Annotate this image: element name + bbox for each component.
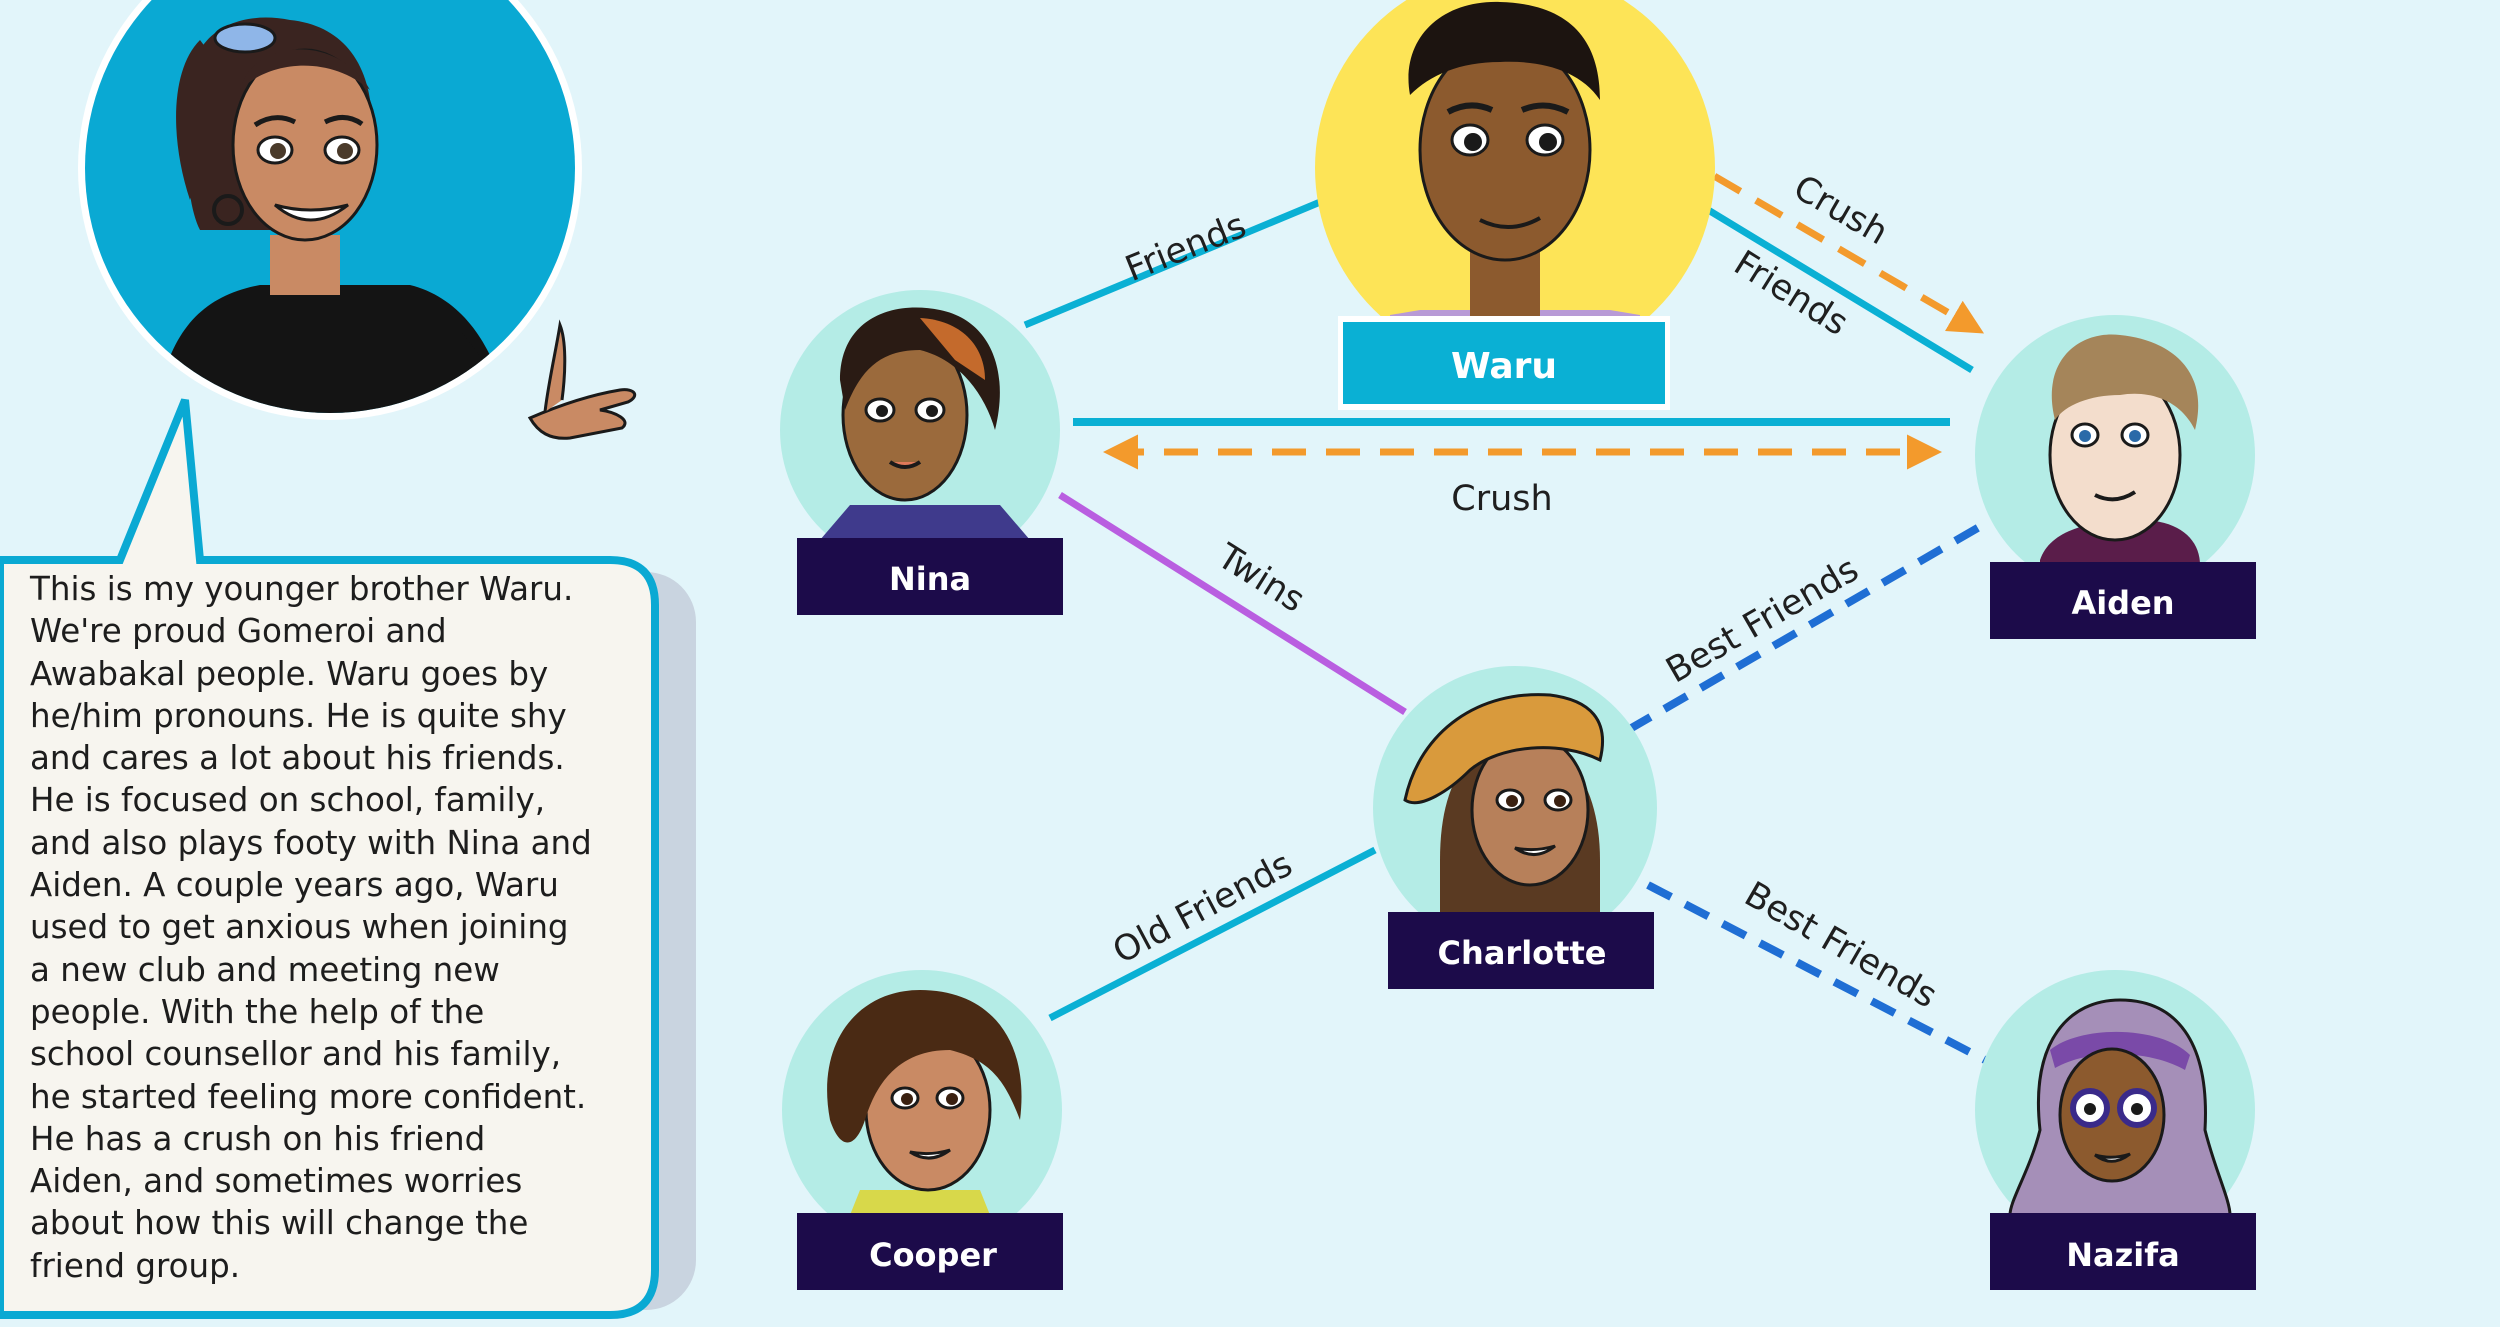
nina-name: Nina: [889, 560, 971, 598]
narrator-portrait: [78, 0, 637, 440]
label-nina-aiden-crush: Crush: [1451, 479, 1552, 519]
aiden-name-tag: [1990, 562, 2256, 639]
line-waru-aiden-friends: [1670, 185, 1974, 373]
person-charlotte[interactable]: Charlotte: [1373, 666, 1657, 989]
relationship-lines: [1023, 148, 1991, 1064]
line-charlotte-cooper: [1048, 846, 1377, 1022]
waru-name: Waru: [1451, 346, 1557, 387]
label-nina-charlotte: Twins: [1209, 536, 1311, 620]
aiden-avatar: [2040, 334, 2200, 565]
line-nina-charlotte: [1058, 492, 1407, 715]
person-aiden[interactable]: Aiden: [1975, 315, 2256, 639]
label-waru-aiden-crush: Crush: [1787, 168, 1895, 253]
cooper-avatar: [827, 990, 1022, 1215]
nina-name-tag: [797, 538, 1063, 615]
waru-avatar: [1390, 1, 1640, 330]
cooper-name: Cooper: [869, 1236, 997, 1274]
person-waru[interactable]: Waru: [1315, 0, 1715, 410]
speech-bubble: [0, 398, 696, 1319]
line-waru-aiden-crush: [1671, 148, 1985, 334]
nazifa-name-tag: [1990, 1213, 2256, 1290]
nazifa-name: Nazifa: [2066, 1236, 2179, 1274]
person-nazifa[interactable]: Nazifa: [1975, 970, 2256, 1290]
label-charlotte-aiden: Best Friends: [1660, 550, 1866, 692]
line-charlotte-aiden: [1625, 518, 1991, 734]
speech-bubble-text: This is my younger brother Waru. We're p…: [30, 570, 592, 1285]
person-nina[interactable]: Nina: [780, 290, 1063, 615]
aiden-name: Aiden: [2071, 584, 2174, 622]
charlotte-name-tag: [1388, 912, 1654, 989]
person-cooper[interactable]: Cooper: [782, 970, 1063, 1290]
label-charlotte-cooper: Old Friends: [1107, 845, 1299, 973]
nazifa-avatar: [2008, 998, 2232, 1217]
waru-name-tag: [1343, 322, 1665, 404]
charlotte-name: Charlotte: [1438, 934, 1607, 972]
charlotte-avatar: [1403, 693, 1605, 912]
line-charlotte-nazifa: [1646, 881, 1987, 1064]
nina-avatar: [820, 307, 1030, 540]
cooper-name-tag: [797, 1213, 1063, 1290]
label-waru-nina: Friends: [1120, 206, 1252, 290]
line-waru-nina: [1023, 196, 1327, 329]
